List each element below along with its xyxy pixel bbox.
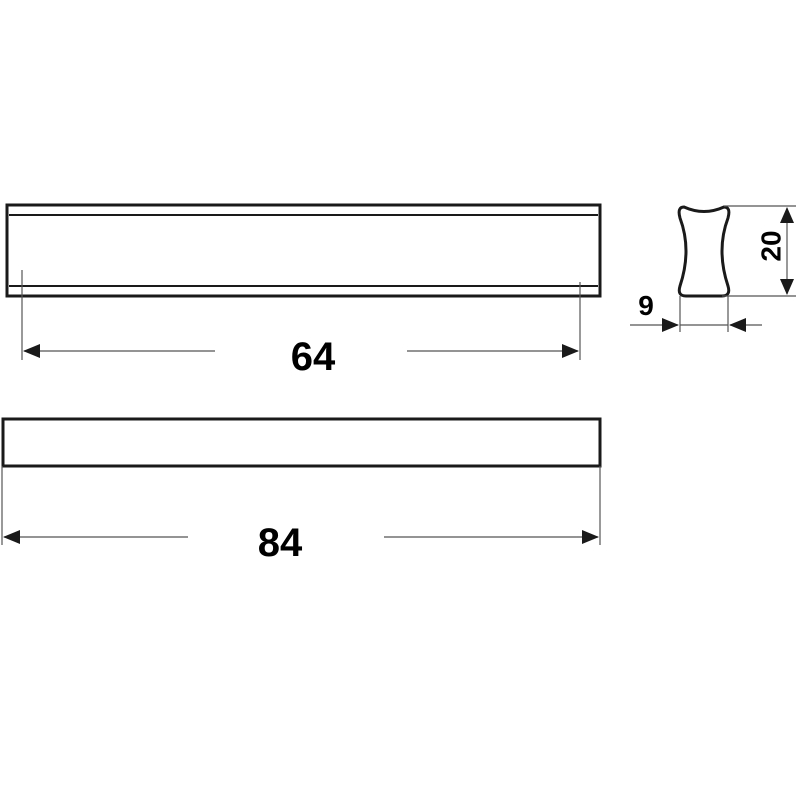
arrow-up — [780, 207, 794, 223]
dimension-9-label: 9 — [638, 290, 654, 321]
dimension-64-label: 64 — [291, 335, 336, 379]
profile-view — [677, 205, 731, 298]
arrow-left — [23, 344, 40, 358]
arrow-left — [3, 530, 20, 544]
arrow-down — [780, 279, 794, 295]
side-view-outline — [1, 417, 602, 468]
top-view-handle — [5, 203, 602, 298]
dimension-20: 20 — [722, 205, 796, 297]
dimension-84: 84 — [1, 466, 601, 565]
profile-outline — [677, 205, 731, 298]
dimension-64: 64 — [21, 270, 581, 379]
side-view-handle — [1, 417, 602, 468]
top-view-outline — [5, 203, 602, 298]
dimension-9: 9 — [630, 290, 762, 332]
dimension-84-label: 84 — [258, 521, 303, 565]
arrow-right — [582, 530, 599, 544]
dimension-20-label: 20 — [755, 230, 786, 261]
arrow-right-pointing — [662, 318, 679, 332]
arrow-right — [562, 344, 579, 358]
arrow-left-pointing — [729, 318, 746, 332]
